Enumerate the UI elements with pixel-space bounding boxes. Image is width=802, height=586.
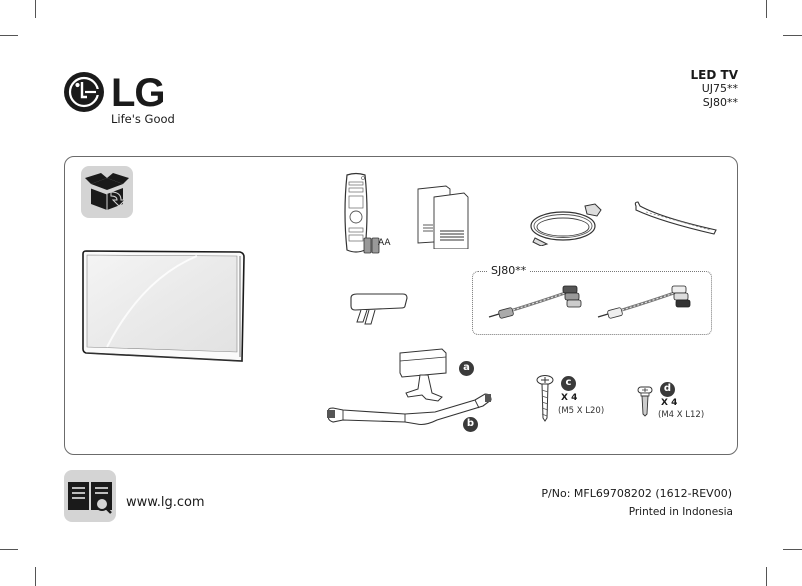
badge-a: a — [459, 361, 474, 376]
stand-body-icon — [399, 348, 447, 402]
screw-d-spec: (M4 X L12) — [658, 410, 705, 420]
lg-face-icon — [64, 72, 104, 112]
stand-base — [325, 390, 495, 430]
manual-tile — [64, 470, 116, 522]
crop-mark — [0, 549, 18, 550]
crop-mark — [35, 0, 36, 18]
stand-body — [398, 345, 453, 405]
screw-d-qty: X 4 — [661, 398, 678, 408]
screw-icon — [637, 386, 653, 417]
model-sj80: SJ80** — [702, 96, 738, 109]
product-header: LED TV UJ75** SJ80** — [618, 68, 738, 110]
sj80-group-label: SJ80** — [488, 264, 530, 277]
accessories-frame — [64, 156, 738, 455]
av-cable-2 — [596, 283, 696, 321]
wall-screw — [637, 385, 653, 417]
book-search-icon — [68, 482, 112, 514]
crop-mark — [0, 35, 18, 36]
open-box-icon — [85, 173, 129, 210]
stand-base-icon — [327, 393, 492, 426]
logo-text: LG — [111, 71, 166, 115]
av-cable-icon — [597, 285, 691, 319]
cable-tie — [632, 200, 720, 236]
cable-holder — [349, 292, 409, 326]
crop-mark — [783, 549, 802, 550]
badge-d: d — [660, 382, 675, 397]
cable-tie-icon — [634, 201, 717, 235]
crop-mark — [35, 567, 36, 586]
product-title: LED TV — [690, 68, 738, 82]
screw-icon — [536, 375, 554, 422]
model-uj75: UJ75** — [701, 82, 738, 95]
sj80-only-group — [472, 271, 712, 335]
tagline: Life's Good — [111, 112, 175, 126]
crop-mark — [766, 567, 767, 586]
crop-mark — [766, 0, 767, 18]
power-cord-icon — [530, 203, 602, 247]
badge-b: b — [463, 417, 478, 432]
av-cable-icon — [488, 285, 582, 319]
part-number: P/No: MFL69708202 (1612-REV00) — [541, 487, 732, 500]
magic-remote: AA — [341, 172, 413, 254]
badge-c: c — [561, 376, 576, 391]
stand-screw — [535, 374, 555, 422]
crop-mark — [783, 35, 802, 36]
av-cable-1 — [487, 283, 587, 321]
screw-c-spec: (M5 X L20) — [558, 406, 605, 416]
screw-c-qty: X 4 — [561, 393, 578, 403]
aa-batteries-icon — [363, 237, 380, 254]
unpacking-tile — [81, 166, 133, 218]
battery-label: AA — [378, 238, 391, 248]
printed-in: Printed in Indonesia — [628, 506, 733, 518]
owners-manual — [416, 183, 478, 250]
lg-logo: LG Life's Good — [64, 72, 194, 128]
tv-panel-illustration — [82, 249, 245, 363]
manual-icon — [417, 185, 469, 250]
power-cord — [527, 196, 605, 247]
cable-holder-icon — [350, 293, 408, 325]
website-link[interactable]: www.lg.com — [126, 495, 205, 510]
